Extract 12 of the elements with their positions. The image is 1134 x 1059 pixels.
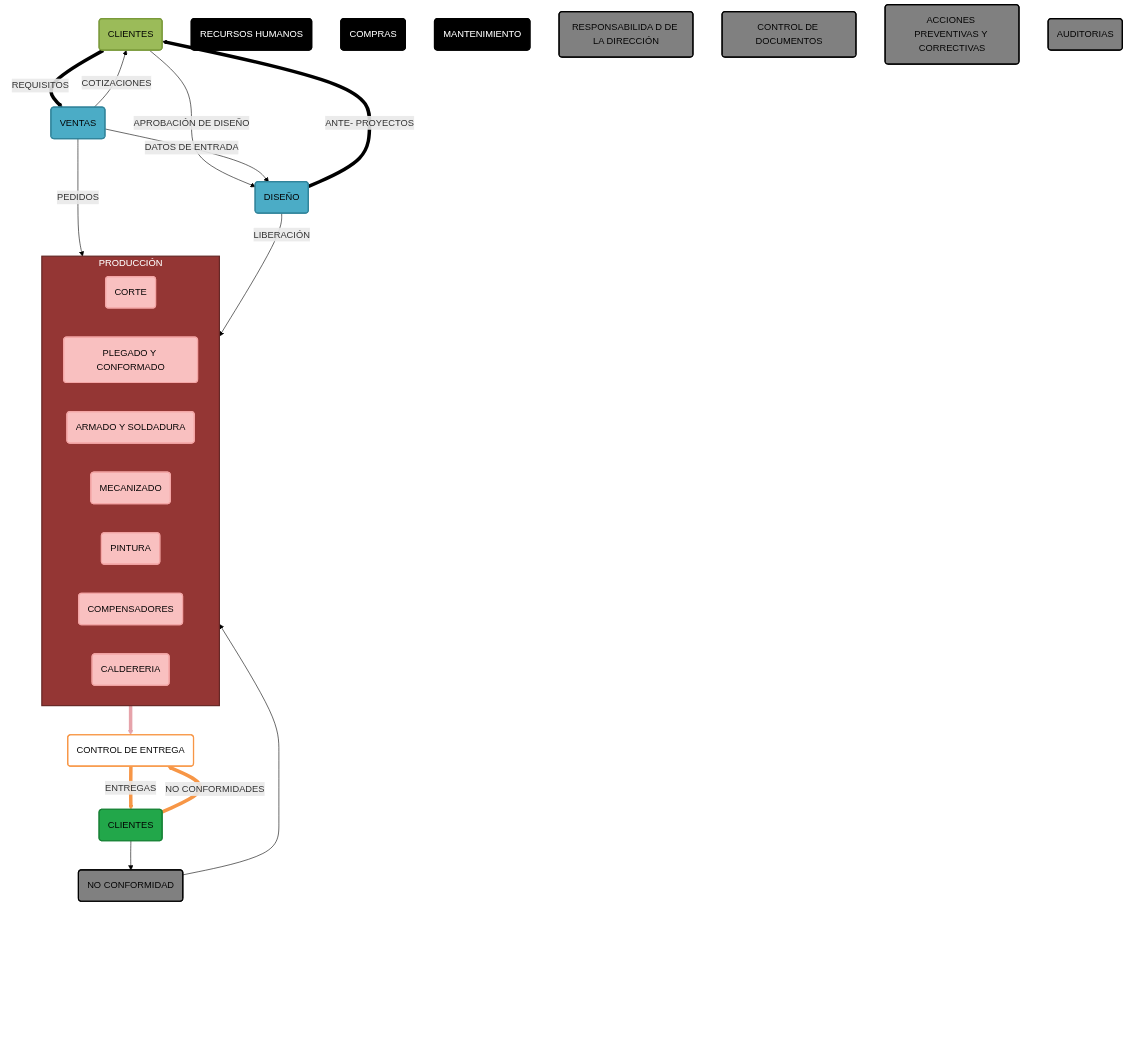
edge-label: LIBERACIÓN xyxy=(253,229,310,240)
edge-label: DATOS DE ENTRADA xyxy=(144,142,239,153)
edge-label: COTIZACIONES xyxy=(81,77,152,88)
edge-label: ANTE- PROYECTOS xyxy=(325,117,414,128)
edge-label: REQUISITOS xyxy=(11,80,69,91)
arrow xyxy=(49,48,105,108)
edge-label: APROBACIÓN DE DISEÑO xyxy=(133,117,250,128)
arrow xyxy=(162,39,372,188)
arrow xyxy=(128,705,134,735)
edge-label: ENTREGAS xyxy=(104,782,157,793)
edge-label: PEDIDOS xyxy=(56,192,99,203)
edge-label: NO CONFORMIDADES xyxy=(165,783,265,794)
